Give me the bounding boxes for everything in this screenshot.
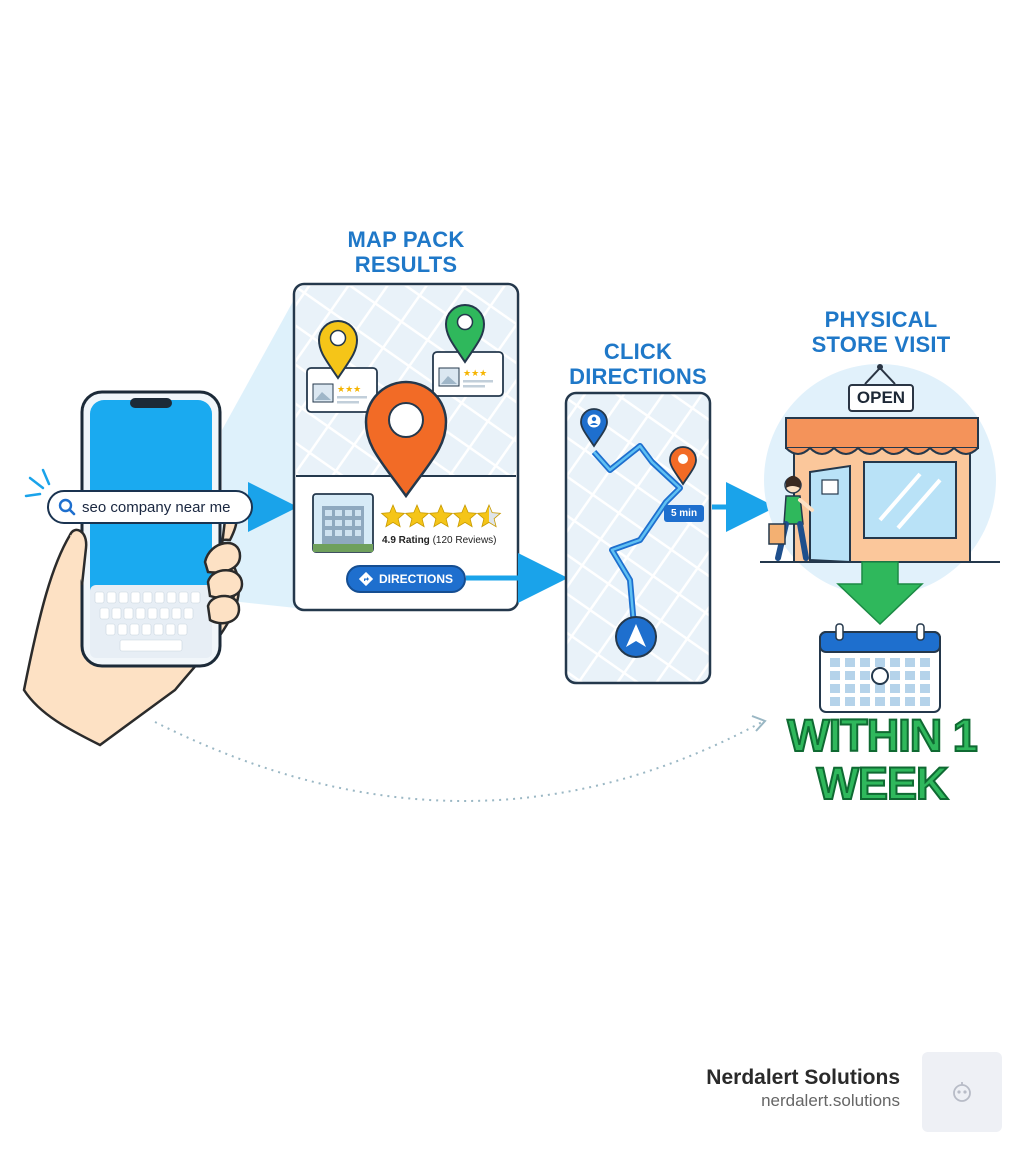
pin-yellow-icon bbox=[317, 320, 359, 380]
robot-logo-icon bbox=[953, 1082, 971, 1102]
store-visit-title: PHYSICAL STORE VISIT bbox=[811, 307, 951, 357]
finger-3 bbox=[206, 594, 241, 625]
calendar-day bbox=[890, 684, 900, 693]
pin-green-icon bbox=[444, 304, 486, 364]
thumb bbox=[68, 528, 88, 586]
calendar-day bbox=[905, 658, 915, 667]
calendar-day bbox=[920, 684, 930, 693]
rating-star bbox=[452, 503, 478, 528]
directions-icon bbox=[358, 572, 373, 586]
outcome-text: WITHIN 1 WEEK bbox=[786, 710, 979, 809]
eta-badge: 5 min bbox=[664, 505, 704, 522]
directions-button[interactable]: DIRECTIONS bbox=[346, 565, 466, 593]
calendar-day bbox=[905, 671, 915, 680]
calendar-day bbox=[875, 658, 885, 667]
finger-2 bbox=[206, 569, 244, 600]
search-query: seo company near me bbox=[82, 498, 231, 516]
rating-value: 4.9 Rating bbox=[382, 535, 430, 546]
navigation-arrow-icon bbox=[615, 616, 657, 658]
map-pack-card: ★★★ ★★★ bbox=[292, 282, 520, 612]
calendar-day bbox=[845, 684, 855, 693]
calendar-day bbox=[890, 697, 900, 706]
arrow-store-to-calendar bbox=[836, 561, 924, 626]
calendar-day bbox=[860, 684, 870, 693]
listing-card-left: ★★★ bbox=[306, 367, 378, 413]
calendar-day bbox=[830, 658, 840, 667]
journey-arc-head bbox=[751, 715, 767, 732]
phone-hand bbox=[22, 390, 244, 747]
rating-star bbox=[404, 503, 430, 528]
business-photo bbox=[312, 493, 374, 553]
brand-url[interactable]: nerdalert.solutions bbox=[761, 1091, 900, 1110]
calendar-day bbox=[890, 671, 900, 680]
store-illustration bbox=[760, 364, 1000, 596]
spark-lines bbox=[24, 468, 51, 498]
rating-summary: 4.9 Rating (120 Reviews) bbox=[382, 535, 497, 546]
calendar-day bbox=[890, 658, 900, 667]
calendar-day bbox=[845, 697, 855, 706]
directions-label: DIRECTIONS bbox=[378, 572, 453, 586]
calendar-day bbox=[875, 697, 885, 706]
start-pin-icon bbox=[580, 408, 608, 448]
rating-star bbox=[476, 503, 502, 528]
calendar-day bbox=[905, 697, 915, 706]
brand-name: Nerdalert Solutions bbox=[706, 1066, 900, 1089]
directions-card bbox=[564, 391, 712, 685]
keyboard-keys bbox=[94, 591, 201, 652]
review-count: (120 Reviews) bbox=[432, 535, 497, 546]
calendar-day bbox=[860, 671, 870, 680]
calendar-icon bbox=[819, 623, 941, 713]
rating-star bbox=[428, 503, 454, 528]
calendar-day bbox=[920, 697, 930, 706]
calendar-day bbox=[830, 697, 840, 706]
calendar-day bbox=[860, 658, 870, 667]
destination-pin-icon bbox=[669, 446, 697, 486]
search-icon bbox=[58, 498, 76, 516]
open-sign: OPEN bbox=[848, 384, 914, 412]
search-bar[interactable]: seo company near me bbox=[47, 490, 253, 524]
store-awning bbox=[785, 417, 979, 449]
pin-orange-main-icon bbox=[364, 380, 448, 499]
calendar-day bbox=[875, 684, 885, 693]
brand-logo bbox=[922, 1052, 1002, 1132]
store-window bbox=[863, 461, 957, 539]
phone-notch bbox=[130, 398, 172, 408]
rating-star bbox=[380, 503, 406, 528]
calendar-day bbox=[920, 658, 930, 667]
shopper-figure bbox=[768, 475, 814, 561]
calendar-day bbox=[845, 658, 855, 667]
map-pack-title: MAP PACK RESULTS bbox=[347, 227, 465, 277]
journey-arc bbox=[154, 721, 763, 802]
svg-text:★★★: ★★★ bbox=[463, 369, 487, 379]
rating-stars bbox=[380, 503, 502, 528]
calendar-day bbox=[845, 671, 855, 680]
calendar-day bbox=[830, 671, 840, 680]
calendar-day bbox=[920, 671, 930, 680]
calendar-day bbox=[830, 684, 840, 693]
click-directions-title: CLICK DIRECTIONS bbox=[569, 339, 707, 389]
calendar-day bbox=[905, 684, 915, 693]
svg-text:★★★: ★★★ bbox=[337, 385, 361, 395]
calendar-day bbox=[860, 697, 870, 706]
